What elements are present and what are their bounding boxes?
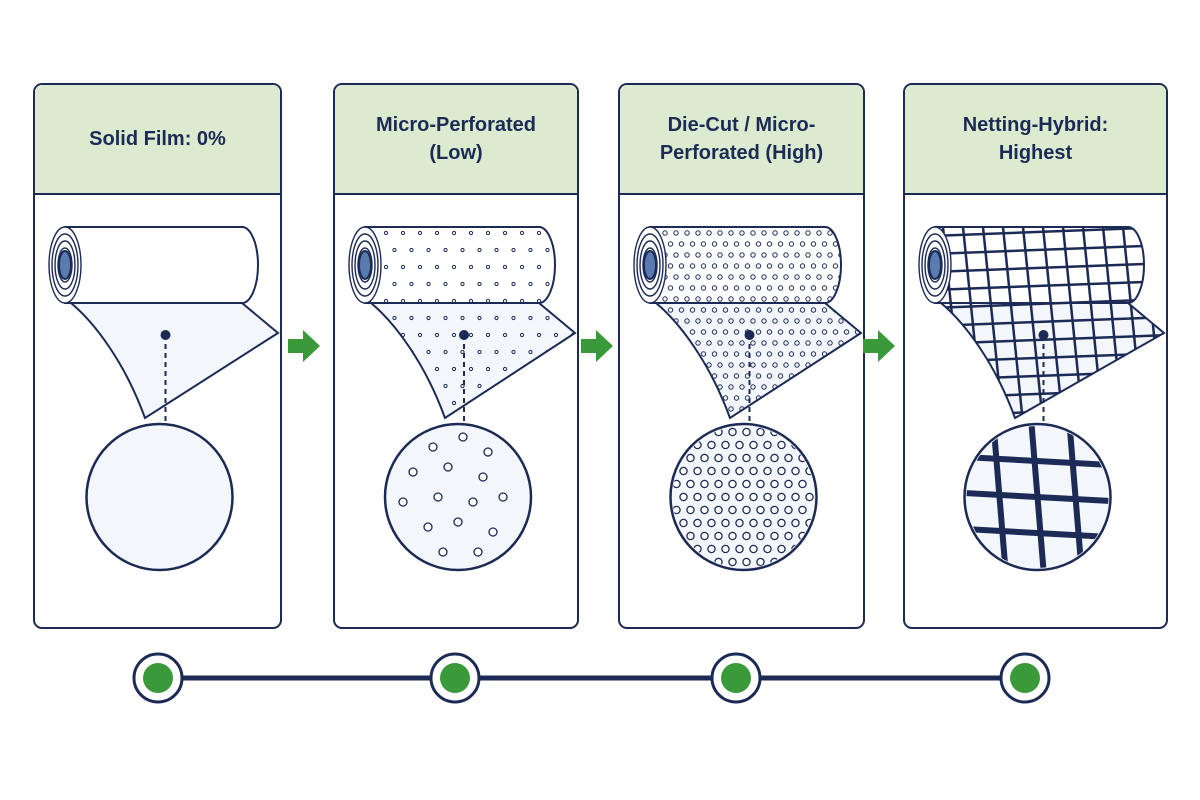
panel-header: Solid Film: 0% xyxy=(35,85,280,195)
detail-circle-icon xyxy=(963,330,1112,572)
film-roll-icon xyxy=(48,226,280,420)
panel-netting-hybrid: Netting-Hybrid: Highest xyxy=(903,83,1168,629)
panel-title: Netting-Hybrid: Highest xyxy=(962,114,1109,164)
panel-header: Micro-Perforated (Low) xyxy=(335,85,577,195)
panel-header: Netting-Hybrid: Highest xyxy=(905,85,1166,195)
panel-header: Die-Cut / Micro- Perforated (High) xyxy=(620,85,863,195)
panel-title: Die-Cut / Micro- Perforated (High) xyxy=(659,114,824,164)
panel-solid-film: Solid Film: 0% xyxy=(33,83,282,629)
right-arrow-icon xyxy=(288,330,320,362)
panel-micro-perforated-high: Die-Cut / Micro- Perforated (High) xyxy=(618,83,865,629)
timeline-node xyxy=(132,652,184,704)
detail-circle-icon xyxy=(669,330,818,572)
netting-illustration xyxy=(918,226,1166,572)
perforated-low-illustration xyxy=(348,226,577,572)
perforated-high-illustration xyxy=(633,226,863,572)
solid-film-illustration xyxy=(48,226,280,572)
detail-circle-icon xyxy=(85,330,234,572)
detail-circle-icon xyxy=(383,330,533,572)
panel-micro-perforated-low: Micro-Perforated (Low) xyxy=(333,83,579,629)
film-roll-icon xyxy=(918,226,1166,420)
right-arrow-icon xyxy=(863,330,895,362)
panel-title: Solid Film: 0% xyxy=(89,128,226,150)
progress-timeline xyxy=(132,652,1051,704)
timeline-node xyxy=(710,652,762,704)
panel-title: Micro-Perforated (Low) xyxy=(375,114,537,164)
right-arrow-icon xyxy=(581,330,613,362)
timeline-node xyxy=(429,652,481,704)
timeline-node xyxy=(999,652,1051,704)
